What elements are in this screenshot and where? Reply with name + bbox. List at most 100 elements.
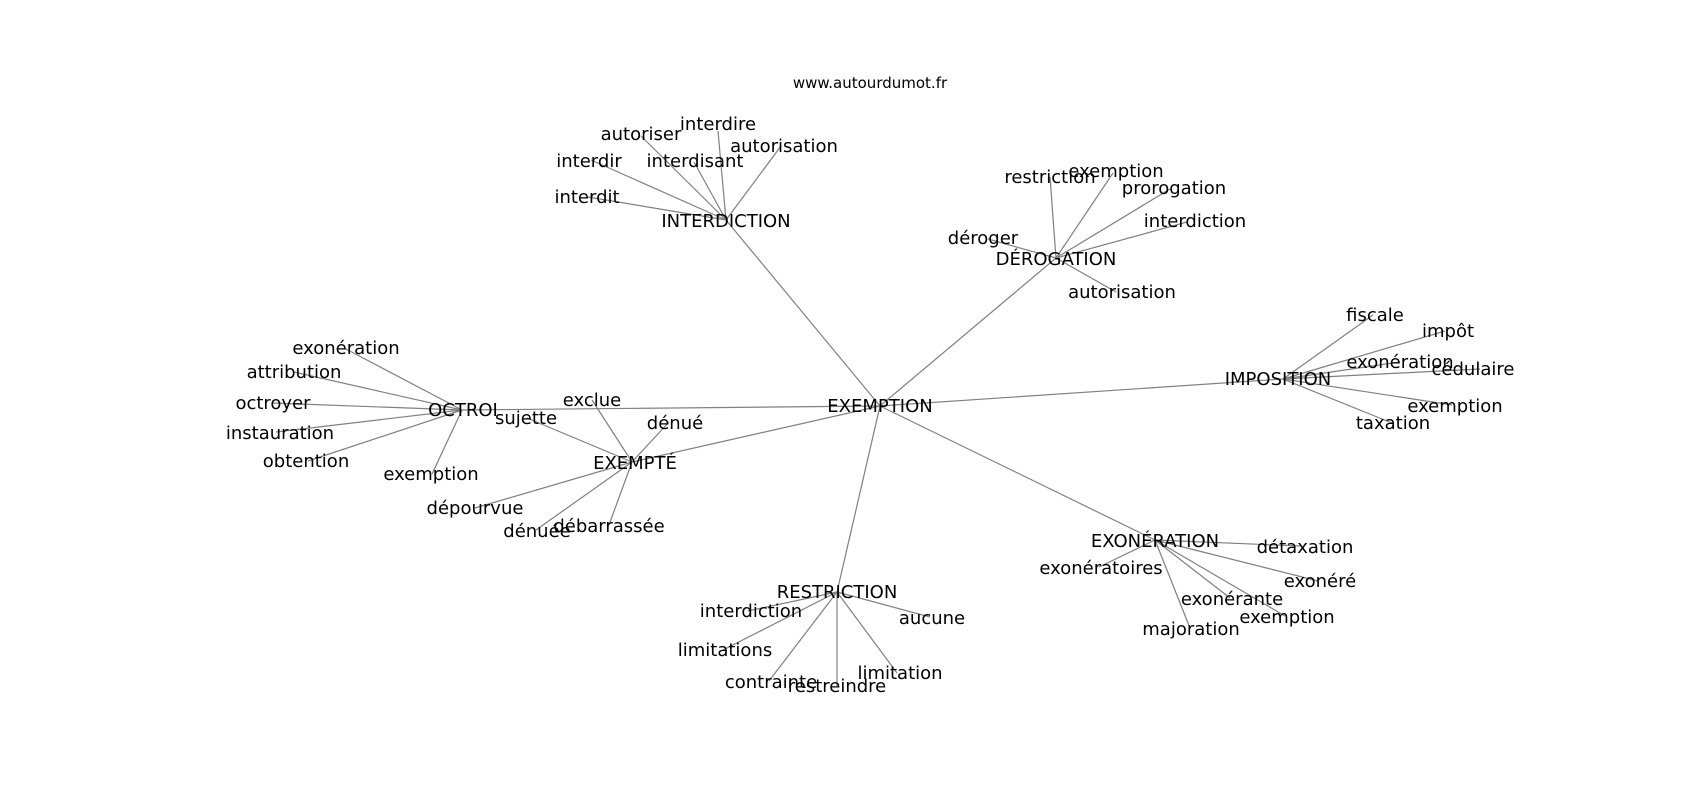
edge-restriction-aucune bbox=[836, 591, 931, 618]
edge-center-interdiction bbox=[725, 219, 881, 407]
node-leaf-restriction-restreindre[interactable]: restreindre bbox=[788, 676, 887, 697]
edge-derogation-interdiction bbox=[1055, 221, 1188, 259]
edge-center-imposition bbox=[879, 378, 1284, 407]
edge-derogation-exemption bbox=[1055, 172, 1114, 259]
node-hub-interdiction[interactable]: INTERDICTION bbox=[661, 211, 790, 232]
edge-exoneration-exoneratoires bbox=[1098, 539, 1156, 568]
edge-exoneration-exemption bbox=[1154, 539, 1286, 617]
node-leaf-octroi-exemption[interactable]: exemption bbox=[383, 464, 478, 485]
node-hub-octroi[interactable]: OCTROI bbox=[428, 400, 498, 421]
node-leaf-derogation-restriction[interactable]: restriction bbox=[1004, 167, 1095, 188]
node-leaf-imposition-exoneration[interactable]: exonération bbox=[1346, 352, 1453, 373]
edge-restriction-limitation bbox=[836, 591, 898, 674]
edge-exempte-exclue bbox=[591, 399, 633, 463]
edge-imposition-exemption bbox=[1282, 378, 1453, 406]
node-leaf-octroi-obtention[interactable]: obtention bbox=[263, 451, 349, 472]
node-leaf-exoneration-exoneratoires[interactable]: exonératoires bbox=[1039, 558, 1162, 579]
node-leaf-octroi-attribution[interactable]: attribution bbox=[247, 362, 342, 383]
node-hub-exoneration[interactable]: EXONÉRATION bbox=[1091, 530, 1219, 552]
node-leaf-interdiction-autorisation[interactable]: autorisation bbox=[730, 136, 838, 157]
node-leaf-octroi-octroyer[interactable]: octroyer bbox=[235, 393, 311, 414]
node-leaf-exoneration-exonerante[interactable]: exonérante bbox=[1181, 589, 1283, 610]
edge-imposition-exoneration bbox=[1282, 361, 1401, 380]
edge-exempte-sujette bbox=[526, 417, 633, 463]
node-leaf-exempte-denuee[interactable]: dénuée bbox=[503, 521, 570, 542]
node-hub-exempte[interactable]: EXEMPTÉ bbox=[593, 452, 677, 474]
node-leaf-restriction-contrainte[interactable]: contrainte bbox=[725, 672, 817, 693]
node-leaf-exoneration-detaxation[interactable]: détaxation bbox=[1257, 537, 1354, 558]
edge-center-restriction bbox=[836, 405, 881, 593]
node-leaf-exempte-sujette[interactable]: sujette bbox=[495, 408, 557, 429]
node-hub-restriction[interactable]: RESTRICTION bbox=[777, 582, 898, 603]
edge-interdiction-interdisant bbox=[693, 161, 727, 221]
node-center-exemption[interactable]: EXEMPTION bbox=[827, 396, 932, 417]
node-leaf-interdiction-interdisant[interactable]: interdisant bbox=[647, 151, 744, 172]
node-hub-imposition[interactable]: IMPOSITION bbox=[1225, 369, 1332, 390]
edge-interdiction-interdit bbox=[587, 196, 727, 221]
edge-exoneration-exonere bbox=[1154, 539, 1319, 582]
node-leaf-octroi-instauration[interactable]: instauration bbox=[226, 423, 334, 444]
node-leaf-exempte-denue[interactable]: dénué bbox=[647, 413, 703, 434]
node-leaf-derogation-prorogation[interactable]: prorogation bbox=[1122, 178, 1226, 199]
node-leaf-imposition-impot[interactable]: impôt bbox=[1422, 321, 1474, 342]
node-leaf-restriction-limitation[interactable]: limitation bbox=[857, 663, 942, 684]
edge-interdiction-autorisation bbox=[725, 145, 782, 221]
edge-restriction-interdiction bbox=[747, 591, 838, 612]
node-leaf-restriction-aucune[interactable]: aucune bbox=[899, 608, 965, 629]
edge-imposition-cedulaire bbox=[1282, 368, 1481, 380]
node-leaf-derogation-deroger[interactable]: déroger bbox=[948, 228, 1019, 249]
edge-center-octroi bbox=[461, 405, 881, 411]
edge-exempte-debarrassee bbox=[608, 461, 633, 526]
edge-interdiction-interdir bbox=[590, 159, 727, 221]
edge-octroi-exemption bbox=[431, 409, 463, 475]
edge-derogation-prorogation bbox=[1055, 188, 1171, 259]
edge-center-derogation bbox=[879, 257, 1057, 407]
node-leaf-restriction-interdiction[interactable]: interdiction bbox=[700, 601, 802, 622]
edge-derogation-autorisation bbox=[1055, 257, 1117, 293]
source-label[interactable]: www.autourdumot.fr bbox=[793, 74, 948, 92]
edge-octroi-obtention bbox=[307, 409, 463, 462]
node-leaf-interdiction-autoriser[interactable]: autoriser bbox=[601, 124, 682, 145]
node-leaf-exoneration-exemption[interactable]: exemption bbox=[1239, 607, 1334, 628]
edge-exoneration-detaxation bbox=[1154, 539, 1301, 547]
node-leaf-imposition-taxation[interactable]: taxation bbox=[1356, 413, 1430, 434]
edge-octroi-octroyer bbox=[271, 402, 463, 411]
edge-interdiction-interdire bbox=[717, 130, 727, 221]
edge-imposition-taxation bbox=[1282, 378, 1393, 424]
node-leaf-imposition-exemption[interactable]: exemption bbox=[1407, 396, 1502, 417]
node-leaf-octroi-exoneration[interactable]: exonération bbox=[292, 338, 399, 359]
edge-octroi-exoneration bbox=[343, 347, 463, 411]
node-leaf-exoneration-majoration[interactable]: majoration bbox=[1142, 619, 1240, 640]
node-leaf-restriction-limitations[interactable]: limitations bbox=[678, 640, 772, 661]
node-leaf-exempte-exclue[interactable]: exclue bbox=[563, 390, 621, 411]
edge-exoneration-majoration bbox=[1154, 539, 1191, 629]
edge-exoneration-exonerante bbox=[1154, 539, 1231, 599]
node-leaf-interdiction-interdir[interactable]: interdir bbox=[556, 151, 622, 172]
node-leaf-derogation-autorisation[interactable]: autorisation bbox=[1068, 282, 1176, 303]
graph-edges bbox=[271, 130, 1481, 686]
node-leaf-derogation-interdiction[interactable]: interdiction bbox=[1144, 211, 1246, 232]
node-leaf-imposition-cedulaire[interactable]: cédulaire bbox=[1432, 359, 1515, 380]
edge-restriction-contrainte bbox=[768, 591, 838, 682]
node-hub-derogation[interactable]: DÉROGATION bbox=[996, 248, 1117, 270]
edge-derogation-deroger bbox=[987, 238, 1057, 259]
node-leaf-derogation-exemption[interactable]: exemption bbox=[1068, 161, 1163, 182]
edge-imposition-fiscale bbox=[1282, 314, 1374, 380]
edge-exempte-depourvue bbox=[474, 461, 633, 509]
edge-exempte-denuee bbox=[535, 461, 633, 531]
node-leaf-exempte-depourvue[interactable]: dépourvue bbox=[427, 498, 524, 519]
node-leaf-exempte-debarrassee[interactable]: débarrassée bbox=[553, 516, 664, 537]
edge-center-exoneration bbox=[879, 405, 1156, 541]
node-leaf-imposition-fiscale[interactable]: fiscale bbox=[1346, 305, 1404, 326]
edge-octroi-attribution bbox=[293, 371, 463, 411]
edge-interdiction-autoriser bbox=[640, 135, 727, 221]
edge-exempte-denue bbox=[631, 421, 670, 463]
edge-restriction-limitations bbox=[722, 591, 838, 651]
node-leaf-exoneration-exonere[interactable]: exonéré bbox=[1284, 571, 1356, 592]
edge-octroi-instauration bbox=[275, 409, 463, 433]
edge-imposition-impot bbox=[1282, 330, 1446, 380]
node-leaf-interdiction-interdire[interactable]: interdire bbox=[680, 114, 756, 135]
node-leaf-interdiction-interdit[interactable]: interdit bbox=[554, 187, 619, 208]
edge-derogation-restriction bbox=[1049, 176, 1057, 259]
